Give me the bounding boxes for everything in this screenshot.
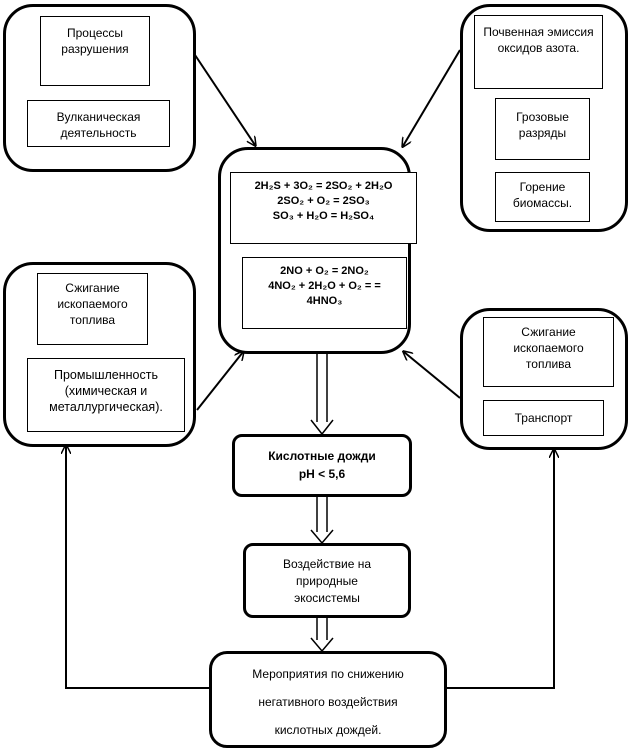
biomass-burning-box: Горение биомассы. xyxy=(495,172,590,222)
arrow-midleft-to-center xyxy=(196,352,243,411)
biomass-burning-label: Горение биомассы. xyxy=(512,180,573,210)
lightning-box: Грозовые разряды xyxy=(495,98,590,160)
mitigation-measures-box: Мероприятия по снижению негативного возд… xyxy=(209,651,447,748)
arrow-measures-to-midleft xyxy=(66,446,209,689)
nitrogen-reaction-1: 2NO + O₂ = 2NO₂ xyxy=(280,265,369,277)
arrow-topleft-to-center xyxy=(194,54,255,145)
sulfur-reactions-box: 2H₂S + 3O₂ = 2SO₂ + 2H₂O 2SO₂ + O₂ = 2SO… xyxy=(230,172,417,244)
sulfur-reaction-3: SO₃ + H₂O = H₂SO₄ xyxy=(272,210,375,222)
acid-rain-box: Кислотные дожди pH < 5,6 xyxy=(232,434,412,497)
acid-rain-ph: pH < 5,6 xyxy=(298,467,346,481)
measures-line-3: кислотных дождей. xyxy=(274,723,382,737)
destruction-processes-box: Процессы разрушения xyxy=(40,16,150,86)
volcanic-activity-box: Вулканическая деятельность xyxy=(27,100,170,147)
transport-label: Транспорт xyxy=(514,411,573,425)
nitrogen-reaction-2: 4NO₂ + 2H₂O + O₂ = = 4HNO₃ xyxy=(268,280,381,307)
fossil-fuel-left-box: Сжигание ископаемого топлива xyxy=(37,273,148,345)
measures-line-2: негативного воздействия xyxy=(258,695,398,709)
soil-emission-box: Почвенная эмиссия оксидов азота. xyxy=(474,15,603,89)
ecosystem-impact-label: Воздействие на природные экосистемы xyxy=(282,557,372,605)
arrow-topright-to-center xyxy=(403,49,461,146)
destruction-processes-label: Процессы разрушения xyxy=(61,26,129,56)
sulfur-reaction-1: 2H₂S + 3O₂ = 2SO₂ + 2H₂O xyxy=(254,180,393,192)
double-arrow-rain-to-impact xyxy=(310,497,334,545)
fossil-fuel-right-label: Сжигание ископаемого топлива xyxy=(513,325,584,371)
fossil-fuel-right-box: Сжигание ископаемого топлива xyxy=(483,317,614,387)
industry-label: Промышленность (химическая и металлургич… xyxy=(49,368,163,414)
arrow-midright-to-center xyxy=(404,352,461,399)
sulfur-reaction-2: 2SO₂ + O₂ = 2SO₃ xyxy=(277,195,370,207)
ecosystem-impact-box: Воздействие на природные экосистемы xyxy=(243,543,411,618)
soil-emission-label: Почвенная эмиссия оксидов азота. xyxy=(483,25,594,55)
acid-rain-label: Кислотные дожди xyxy=(268,449,376,463)
double-arrow-center-to-rain xyxy=(310,354,334,436)
lightning-label: Грозовые разряды xyxy=(516,110,569,140)
double-arrow-impact-to-measures xyxy=(310,618,334,653)
nitrogen-reactions-box: 2NO + O₂ = 2NO₂ 4NO₂ + 2H₂O + O₂ = = 4HN… xyxy=(242,257,407,329)
fossil-fuel-left-label: Сжигание ископаемого топлива xyxy=(57,281,128,327)
transport-box: Транспорт xyxy=(483,400,604,436)
industry-box: Промышленность (химическая и металлургич… xyxy=(27,358,185,432)
volcanic-activity-label: Вулканическая деятельность xyxy=(56,110,141,140)
arrow-measures-to-midright xyxy=(447,450,554,689)
measures-line-1: Мероприятия по снижению xyxy=(252,667,404,681)
